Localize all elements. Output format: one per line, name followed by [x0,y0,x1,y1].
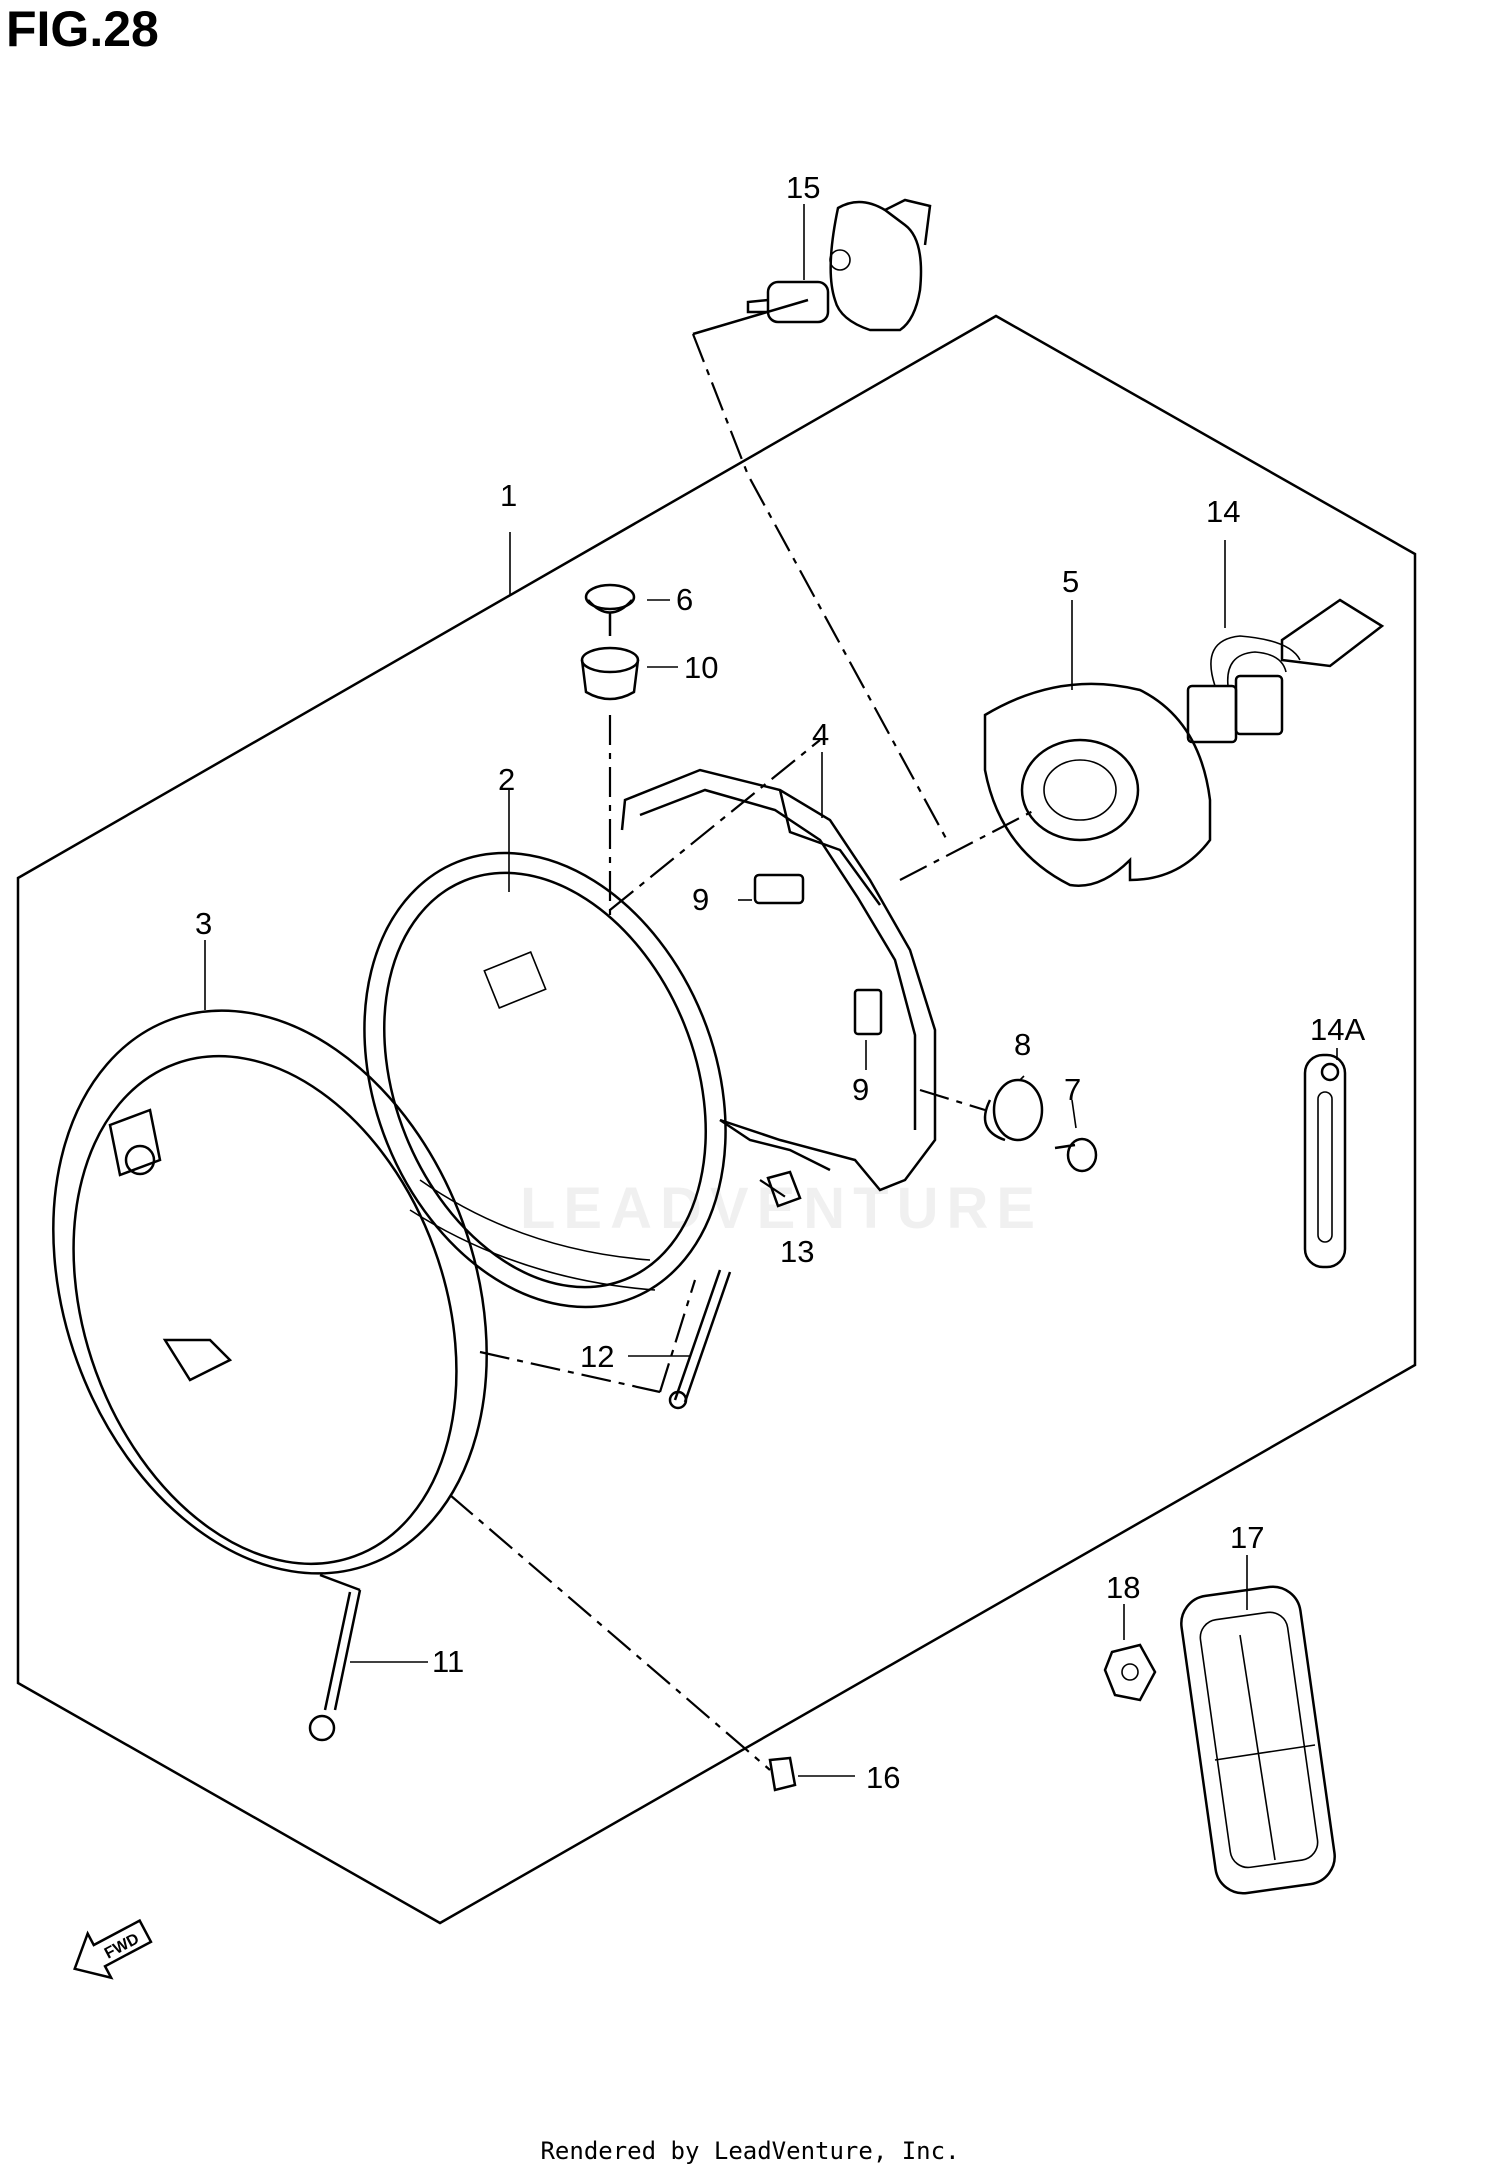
callout-6[interactable]: 6 [676,582,693,617]
bracket-part[interactable] [620,768,937,1192]
callout-8[interactable]: 8 [1014,1027,1031,1062]
clip-part-13[interactable] [766,1170,802,1208]
callout-4[interactable]: 4 [812,717,829,752]
headlight-cover-part[interactable] [983,682,1212,887]
callout-14[interactable]: 14 [1206,494,1240,529]
callout-11[interactable]: 11 [432,1644,464,1679]
damper-part-8[interactable] [983,1078,1044,1142]
reflector-part-17[interactable] [1178,1583,1339,1897]
callout-7[interactable]: 7 [1064,1072,1081,1107]
wire-connector-part[interactable] [1186,598,1385,744]
callout-9b[interactable]: 9 [852,1072,869,1107]
headlight-lens-part[interactable] [299,798,790,1361]
callout-12[interactable]: 12 [580,1339,614,1374]
callout-1[interactable]: 1 [500,478,517,513]
callout-15[interactable]: 15 [786,170,820,205]
callout-5[interactable]: 5 [1062,564,1079,599]
callout-14a[interactable]: 14A [1310,1012,1365,1047]
spring-part-12[interactable] [668,1269,732,1410]
bulb-part[interactable] [746,198,932,332]
callout-13[interactable]: 13 [780,1234,814,1269]
leader-lines [204,204,1338,1777]
figure-title: FIG.28 [6,1,159,57]
callout-17[interactable]: 17 [1230,1520,1264,1555]
screw-part-6[interactable] [584,583,636,636]
headlight-rim-part[interactable] [0,949,562,1634]
grommet-part-10[interactable] [580,646,640,701]
screw-part-16[interactable] [768,1756,797,1792]
callout-18[interactable]: 18 [1106,1570,1140,1605]
callout-9a[interactable]: 9 [692,882,709,917]
forward-direction-arrow: FWD [73,1918,153,1980]
watermark: LEADVENTURE [520,1176,1044,1241]
assembly-lines [449,298,1036,1771]
footer-credit: Rendered by LeadVenture, Inc. [540,2137,960,2165]
long-screw-part-11[interactable] [308,1573,362,1742]
callout-2[interactable]: 2 [498,762,515,797]
callout-3[interactable]: 3 [195,906,212,941]
callout-10[interactable]: 10 [684,650,718,685]
assembly-boundary [16,314,1417,1925]
bolt-part-7[interactable] [1054,1137,1098,1173]
nut-part-18[interactable] [1103,1643,1157,1702]
strap-part-14a[interactable] [1303,1053,1347,1269]
callout-16[interactable]: 16 [866,1760,900,1795]
